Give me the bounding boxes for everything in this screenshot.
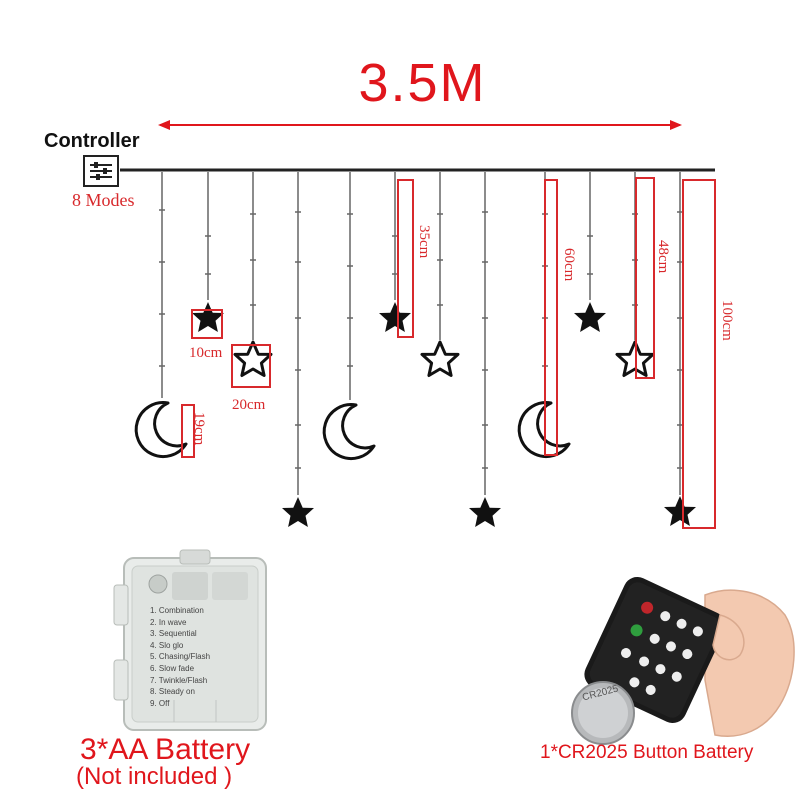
star-icon	[469, 497, 501, 527]
mode-item: 3. Sequential	[150, 629, 197, 639]
coin-battery-label: 1*CR2025 Button Battery	[540, 742, 754, 763]
mode-item: 8. Steady on	[150, 687, 195, 697]
dim-string-48: 48cm	[655, 240, 671, 274]
remote-control-icon	[584, 576, 795, 737]
outline-star-icon	[233, 340, 273, 377]
mode-item: 5. Chasing/Flash	[150, 652, 211, 662]
battery-subtitle: (Not included )	[76, 763, 233, 790]
dim-moon: 19cm	[191, 412, 207, 446]
length-arrow	[158, 120, 682, 130]
mode-item: 1. Combination	[150, 606, 204, 615]
dim-string-100: 100cm	[719, 300, 735, 341]
modes-label: 8 Modes	[72, 190, 135, 210]
mode-item: 2. In wave	[150, 617, 187, 627]
star-icon	[192, 302, 224, 332]
moon-icon	[322, 403, 376, 461]
mode-item: 6. Slow fade	[150, 663, 195, 673]
dim-outline-star: 20cm	[232, 397, 266, 413]
battery-title: 3*AA Battery	[80, 733, 251, 766]
dim-string-35: 35cm	[416, 225, 432, 259]
coin-battery-icon	[571, 681, 635, 745]
dim-small-star: 10cm	[189, 345, 223, 361]
length-title: 3.5M	[358, 53, 487, 113]
controller-label: Controller	[44, 130, 140, 152]
hanging-strings	[161, 172, 681, 495]
mode-item: 9. Off	[150, 698, 170, 708]
dim-string-60: 60cm	[561, 248, 577, 282]
mode-item: 7. Twinkle/Flash	[150, 675, 208, 685]
battery-mode-list: 1. Combination 2. In wave 3. Sequential …	[150, 605, 210, 709]
outline-star-icon	[420, 340, 460, 377]
star-icon	[574, 302, 606, 332]
dimension-boxes	[181, 177, 716, 529]
moon-icon	[134, 401, 188, 459]
star-icon	[664, 496, 696, 526]
battery-box-icon	[113, 549, 267, 731]
star-icon	[282, 497, 314, 527]
star-icon	[379, 302, 411, 332]
mode-item: 4. Slo glo	[150, 640, 184, 650]
controller-icon	[83, 155, 119, 187]
